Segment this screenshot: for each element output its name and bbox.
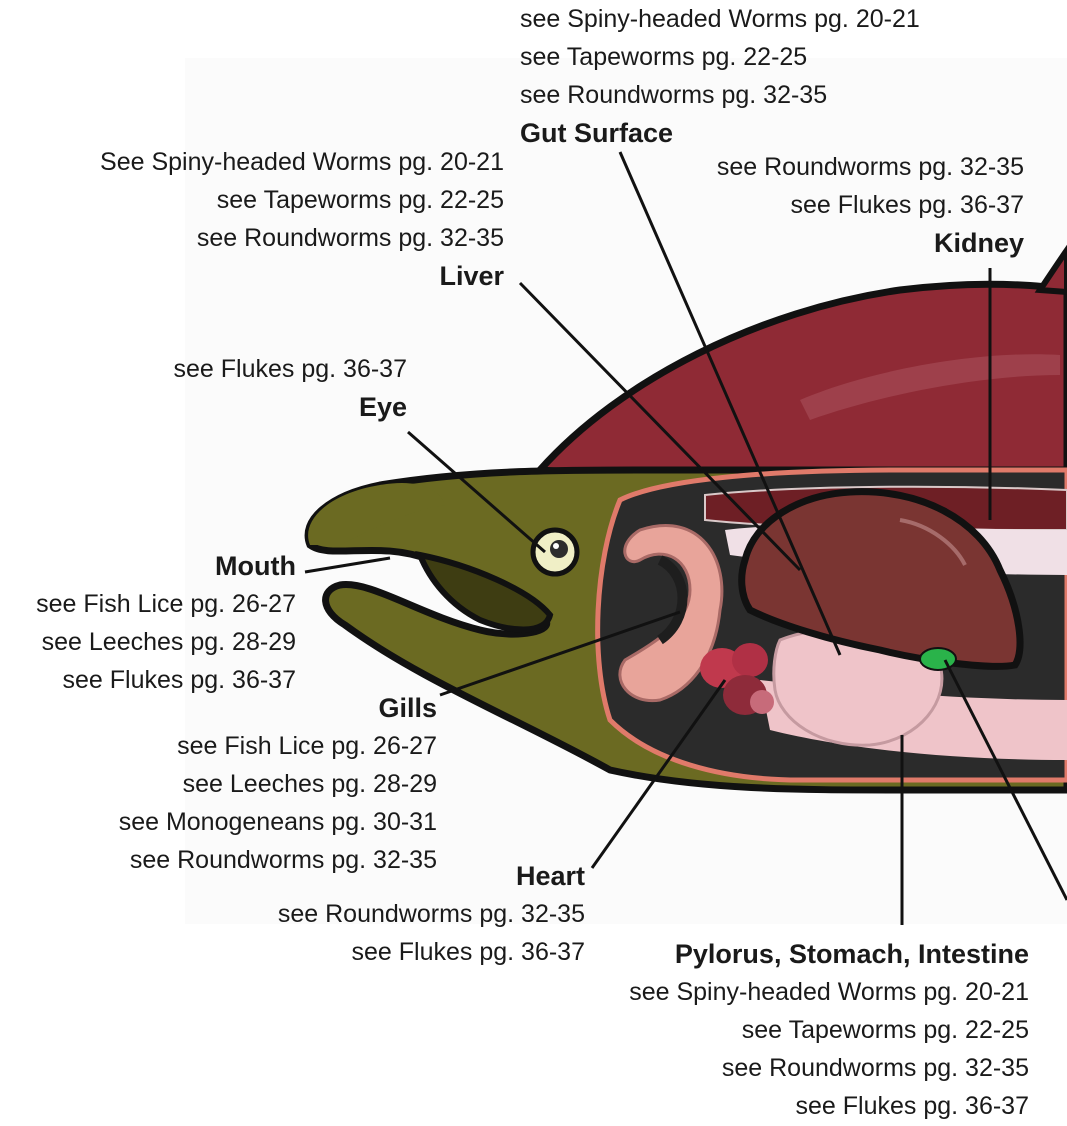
mouth-label: Mouth see Fish Lice pg. 26-27 see Leeche… <box>36 547 296 699</box>
gills-ref: see Fish Lice pg. 26-27 <box>119 727 437 765</box>
eye-ref: see Flukes pg. 36-37 <box>174 350 407 388</box>
eye-label: see Flukes pg. 36-37 Eye <box>174 350 407 426</box>
liver-ref: see Tapeworms pg. 22-25 <box>100 181 504 219</box>
digestive-ref: see Flukes pg. 36-37 <box>629 1087 1029 1125</box>
gills-ref: see Monogeneans pg. 30-31 <box>119 803 437 841</box>
gut-surface-ref: see Roundworms pg. 32-35 <box>520 76 920 114</box>
gills-title: Gills <box>119 689 437 727</box>
liver-label: See Spiny-headed Worms pg. 20-21 see Tap… <box>100 143 504 295</box>
digestive-label: Pylorus, Stomach, Intestine see Spiny-he… <box>629 935 1029 1125</box>
digestive-ref: see Spiny-headed Worms pg. 20-21 <box>629 973 1029 1011</box>
heart-ref: see Flukes pg. 36-37 <box>278 933 585 971</box>
kidney-label: see Roundworms pg. 32-35 see Flukes pg. … <box>717 148 1024 262</box>
liver-ref: See Spiny-headed Worms pg. 20-21 <box>100 143 504 181</box>
eye-organ <box>533 530 577 574</box>
gut-surface-ref: see Tapeworms pg. 22-25 <box>520 38 920 76</box>
mouth-title: Mouth <box>36 547 296 585</box>
digestive-ref: see Roundworms pg. 32-35 <box>629 1049 1029 1087</box>
heart-ref: see Roundworms pg. 32-35 <box>278 895 585 933</box>
digestive-title: Pylorus, Stomach, Intestine <box>629 935 1029 973</box>
eye-title: Eye <box>174 388 407 426</box>
mouth-ref: see Leeches pg. 28-29 <box>36 623 296 661</box>
gills-ref: see Leeches pg. 28-29 <box>119 765 437 803</box>
kidney-ref: see Flukes pg. 36-37 <box>717 186 1024 224</box>
gut-surface-title: Gut Surface <box>520 114 920 152</box>
gut-surface-ref: see Spiny-headed Worms pg. 20-21 <box>520 0 920 38</box>
heart-label: Heart see Roundworms pg. 32-35 see Fluke… <box>278 857 585 971</box>
liver-title: Liver <box>100 257 504 295</box>
kidney-title: Kidney <box>717 224 1024 262</box>
gall-bladder <box>920 648 956 670</box>
digestive-ref: see Tapeworms pg. 22-25 <box>629 1011 1029 1049</box>
heart-title: Heart <box>278 857 585 895</box>
gills-label: Gills see Fish Lice pg. 26-27 see Leeche… <box>119 689 437 879</box>
kidney-ref: see Roundworms pg. 32-35 <box>717 148 1024 186</box>
liver-ref: see Roundworms pg. 32-35 <box>100 219 504 257</box>
gut-surface-label: see Spiny-headed Worms pg. 20-21 see Tap… <box>520 0 920 152</box>
mouth-ref: see Fish Lice pg. 26-27 <box>36 585 296 623</box>
